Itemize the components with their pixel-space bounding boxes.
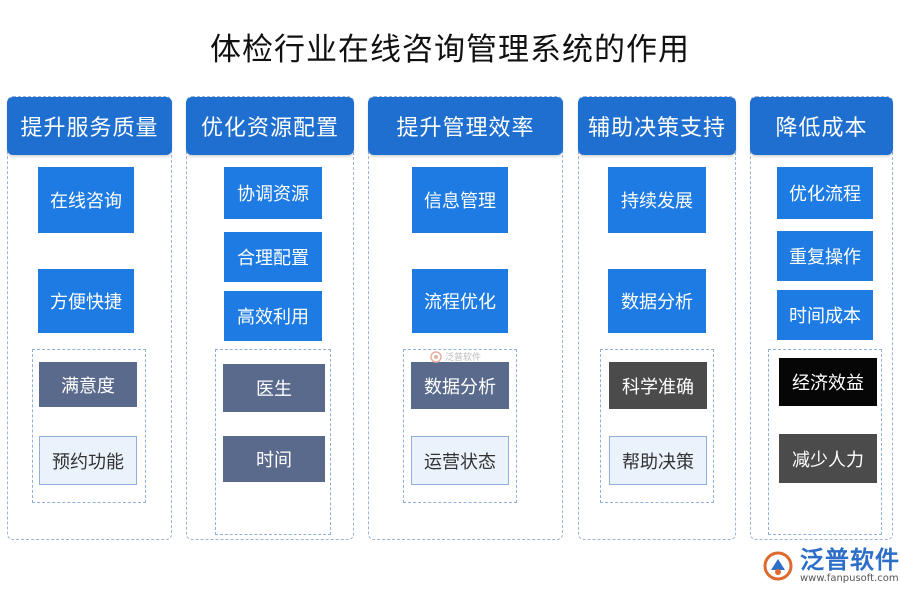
column-header: 提升管理效率 [368, 97, 563, 155]
sub-item: 科学准确 [609, 362, 707, 409]
watermark-text: 泛普软件 [445, 353, 482, 363]
sub-group: 满意度 预约功能 [32, 349, 146, 503]
item-box: 重复操作 [777, 231, 873, 281]
sub-item: 医生 [223, 364, 325, 412]
item-box: 优化流程 [777, 167, 873, 219]
watermark-logo-icon [430, 350, 442, 363]
column-decision-support: 辅助决策支持 持续发展 数据分析 科学准确 帮助决策 [578, 96, 736, 540]
item-box: 持续发展 [608, 167, 706, 233]
sub-item: 帮助决策 [609, 436, 707, 485]
item-box: 时间成本 [777, 290, 873, 340]
item-box: 方便快捷 [38, 269, 134, 333]
item-box: 在线咨询 [38, 167, 134, 233]
sub-group: 数据分析 运营状态 [403, 349, 517, 503]
sub-group: 医生 时间 [215, 349, 331, 535]
sub-item: 经济效益 [779, 358, 877, 406]
sub-item: 预约功能 [39, 436, 137, 485]
brand-name: 泛普软件 [800, 546, 900, 574]
column-reduce-cost: 降低成本 优化流程 重复操作 时间成本 经济效益 减少人力 [750, 96, 893, 540]
column-resource-allocation: 优化资源配置 协调资源 合理配置 高效利用 医生 时间 [186, 96, 354, 540]
brand-logo: 泛普软件 www.fanpusoft.com [762, 548, 900, 584]
column-header: 提升服务质量 [7, 97, 172, 155]
sub-group: 科学准确 帮助决策 [600, 349, 714, 503]
sub-item: 减少人力 [779, 434, 877, 483]
sub-item: 数据分析 [411, 362, 509, 409]
column-header: 优化资源配置 [186, 97, 354, 155]
item-box: 流程优化 [412, 269, 508, 333]
watermark: 泛普软件 [430, 350, 481, 363]
brand-url: www.fanpusoft.com [800, 573, 899, 584]
sub-item: 满意度 [39, 362, 137, 407]
item-box: 合理配置 [224, 232, 322, 282]
column-management-efficiency: 提升管理效率 信息管理 流程优化 数据分析 运营状态 [368, 96, 563, 540]
item-box: 数据分析 [608, 269, 706, 333]
column-service-quality: 提升服务质量 在线咨询 方便快捷 满意度 预约功能 [7, 96, 172, 540]
brand-logo-icon [763, 551, 793, 581]
sub-group: 经济效益 减少人力 [768, 349, 882, 535]
sub-item: 运营状态 [411, 436, 509, 485]
column-header: 辅助决策支持 [578, 97, 736, 155]
page-title: 体检行业在线咨询管理系统的作用 [210, 32, 690, 68]
item-box: 协调资源 [224, 167, 322, 219]
item-box: 高效利用 [224, 291, 322, 341]
sub-item: 时间 [223, 436, 325, 482]
item-box: 信息管理 [412, 167, 508, 233]
column-header: 降低成本 [750, 97, 893, 155]
